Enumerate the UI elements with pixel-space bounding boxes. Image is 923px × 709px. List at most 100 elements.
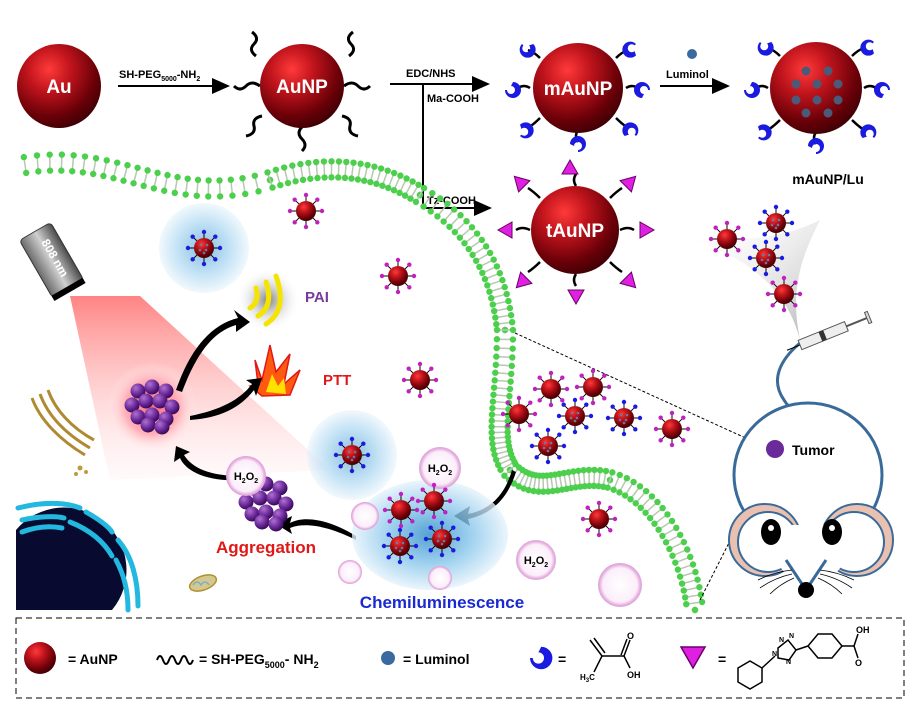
lipid-tail (680, 571, 695, 578)
pai-icon (236, 268, 300, 332)
lipid-head (320, 158, 328, 165)
h2o2-label: H2O2 (428, 463, 452, 477)
lipid-head (580, 467, 587, 474)
lipid-tail (563, 473, 568, 488)
lipid-tail (523, 474, 530, 488)
lipid-head (488, 294, 495, 302)
lipid-head (490, 446, 497, 453)
lipid-head (623, 474, 631, 482)
lipid-tail (670, 541, 684, 550)
lipid-head (299, 176, 307, 184)
tz-n1: N (779, 637, 784, 644)
lipid-head (472, 257, 480, 264)
lipid-head (504, 428, 511, 436)
lipid-tail (504, 464, 516, 476)
lipid-head (81, 153, 89, 160)
lipid-head (490, 256, 497, 263)
maunp-lu-particle (423, 520, 461, 558)
lipid-head (509, 326, 517, 334)
lipid-head (350, 159, 357, 166)
lipid-head (570, 468, 577, 475)
lipid-tail (174, 177, 179, 192)
nanoparticle-instances (185, 192, 803, 565)
h2o2-bubble (598, 563, 642, 607)
lipid-tail (482, 266, 497, 274)
lipid-tail (185, 179, 189, 194)
lipid-tail (685, 594, 701, 599)
pai-label: PAI (305, 289, 329, 306)
lipid-head (586, 482, 593, 490)
lipid-tail (682, 579, 697, 585)
lipid-tail (460, 227, 472, 238)
lipid-head (277, 181, 284, 189)
h2o2-bubble (428, 566, 452, 590)
lipid-head (508, 362, 515, 370)
lipid-head (468, 224, 476, 231)
ma-oh: OH (627, 670, 641, 680)
maunp-lu-label: mAuNP/Lu (792, 171, 864, 187)
lipid-head (280, 164, 288, 171)
lipid-tail (254, 176, 260, 191)
h2o2-bubble (338, 560, 362, 584)
taunp-label: tAuNP (546, 221, 604, 242)
aggregated-particle (244, 506, 260, 522)
lipid-tail (315, 162, 319, 178)
lipid-tail (554, 475, 559, 490)
lipid-head (216, 193, 224, 200)
lipid-tail (455, 221, 467, 233)
lipid-head (493, 353, 500, 360)
lipid-tail (513, 470, 523, 484)
maunp-lu-particle (605, 399, 643, 437)
lipid-tail (399, 179, 407, 193)
lipid-head (134, 164, 141, 171)
arrow-to-pai (176, 310, 250, 392)
lipid-head (681, 594, 689, 601)
lipid-head (491, 377, 498, 384)
lipid-head (444, 200, 451, 208)
lipid-head (676, 573, 684, 580)
lipid-head (194, 176, 202, 184)
taunp-particle (500, 395, 538, 433)
lipid-tail (501, 461, 514, 470)
lipid-head (659, 504, 666, 512)
lipid-head (689, 561, 697, 568)
lipid-tail (71, 156, 75, 171)
lipid-tail (582, 471, 586, 486)
lipid-head (489, 301, 497, 308)
lipid-tail (635, 491, 647, 504)
lipid-head (473, 230, 481, 237)
lipid-head (696, 583, 703, 591)
lipid-tail (430, 198, 441, 212)
lipid-head (616, 489, 623, 496)
lipid-head (585, 466, 593, 474)
lipid-tail (196, 180, 199, 195)
lipid-tail (567, 473, 572, 488)
lipid-head (427, 208, 434, 215)
lipid-head (396, 189, 403, 197)
lipid-head (174, 173, 181, 181)
lipid-tail (496, 454, 511, 461)
lipid-head (683, 600, 690, 608)
tz-oh: OH (856, 625, 870, 635)
lipid-tail (404, 182, 413, 196)
nucleus-organelle (15, 500, 141, 613)
lipid-head (397, 172, 404, 179)
lipid-head (691, 606, 699, 614)
lipid-tail (675, 556, 690, 564)
lipid-tail (495, 379, 510, 383)
lipid-head (488, 411, 496, 418)
lipid-head (501, 472, 508, 479)
lipid-head (492, 314, 499, 321)
step3-reagent: Luminol (666, 69, 709, 81)
lipid-head (205, 177, 212, 184)
lipid-head (509, 354, 516, 361)
lipid-tail (133, 168, 139, 183)
lipid-tail (613, 475, 621, 490)
lipid-head (630, 478, 637, 486)
lipid-head (58, 151, 66, 158)
lipid-head (354, 176, 362, 183)
lipid-tail (267, 173, 273, 187)
lipid-head (680, 587, 687, 594)
lipid-head (494, 461, 502, 469)
lipid-tail (492, 293, 506, 299)
